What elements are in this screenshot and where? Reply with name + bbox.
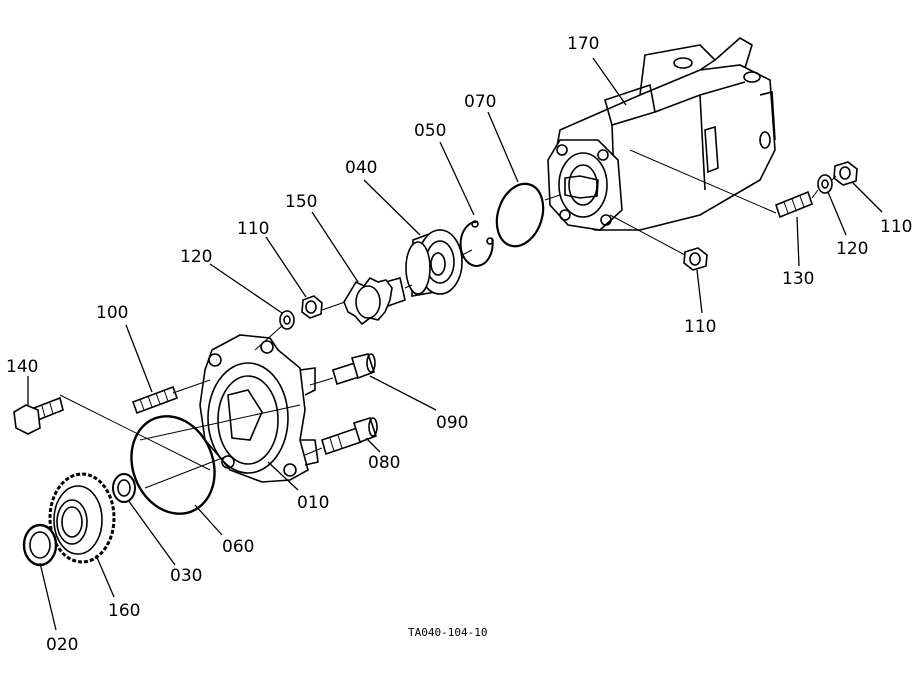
washer-020 <box>22 523 58 567</box>
callout-150: 150 <box>285 192 317 212</box>
nut-110-left <box>301 295 323 319</box>
callout-020: 020 <box>46 635 78 655</box>
o-ring-060 <box>130 415 216 515</box>
nut-110-right <box>833 161 858 186</box>
callout-070: 070 <box>464 92 496 112</box>
callout-060: 060 <box>222 537 254 557</box>
diagram-caption: TA040-104-10 <box>408 626 487 639</box>
washer-120-right <box>817 174 833 194</box>
callout-110-right: 110 <box>880 217 912 237</box>
callout-120-left: 120 <box>180 247 212 267</box>
callout-090: 090 <box>436 413 468 433</box>
callout-010: 010 <box>297 493 329 513</box>
circlip-030 <box>112 473 136 503</box>
callout-170: 170 <box>567 34 599 54</box>
stud-bolt-100 <box>131 385 179 415</box>
circlip-050 <box>459 220 494 267</box>
callout-100: 100 <box>96 303 128 323</box>
gear-160 <box>48 472 116 564</box>
pump-body-170 <box>547 37 776 231</box>
stud-130 <box>775 190 813 219</box>
callout-040: 040 <box>345 158 377 178</box>
washer-120-left <box>279 310 295 330</box>
gear-shaft-150 <box>343 276 406 326</box>
callout-080: 080 <box>368 453 400 473</box>
assembly-lines <box>59 149 837 489</box>
o-ring-070 <box>495 182 545 248</box>
callout-140: 140 <box>6 357 38 377</box>
leader-lines <box>27 57 883 631</box>
bolt-090 <box>332 353 376 386</box>
callout-050: 050 <box>414 121 446 141</box>
callout-130: 130 <box>782 269 814 289</box>
callout-110-mid: 110 <box>684 317 716 337</box>
callout-030: 030 <box>170 566 202 586</box>
callout-160: 160 <box>108 601 140 621</box>
bearing-040 <box>405 229 464 297</box>
callout-labels: 170 070 050 040 150 110 120 100 140 090 … <box>6 34 912 655</box>
nut-110-mid <box>683 247 708 271</box>
callout-110-left: 110 <box>237 219 269 239</box>
callout-120-right: 120 <box>836 239 868 259</box>
bolt-140 <box>13 396 64 435</box>
bolt-080 <box>321 417 378 456</box>
